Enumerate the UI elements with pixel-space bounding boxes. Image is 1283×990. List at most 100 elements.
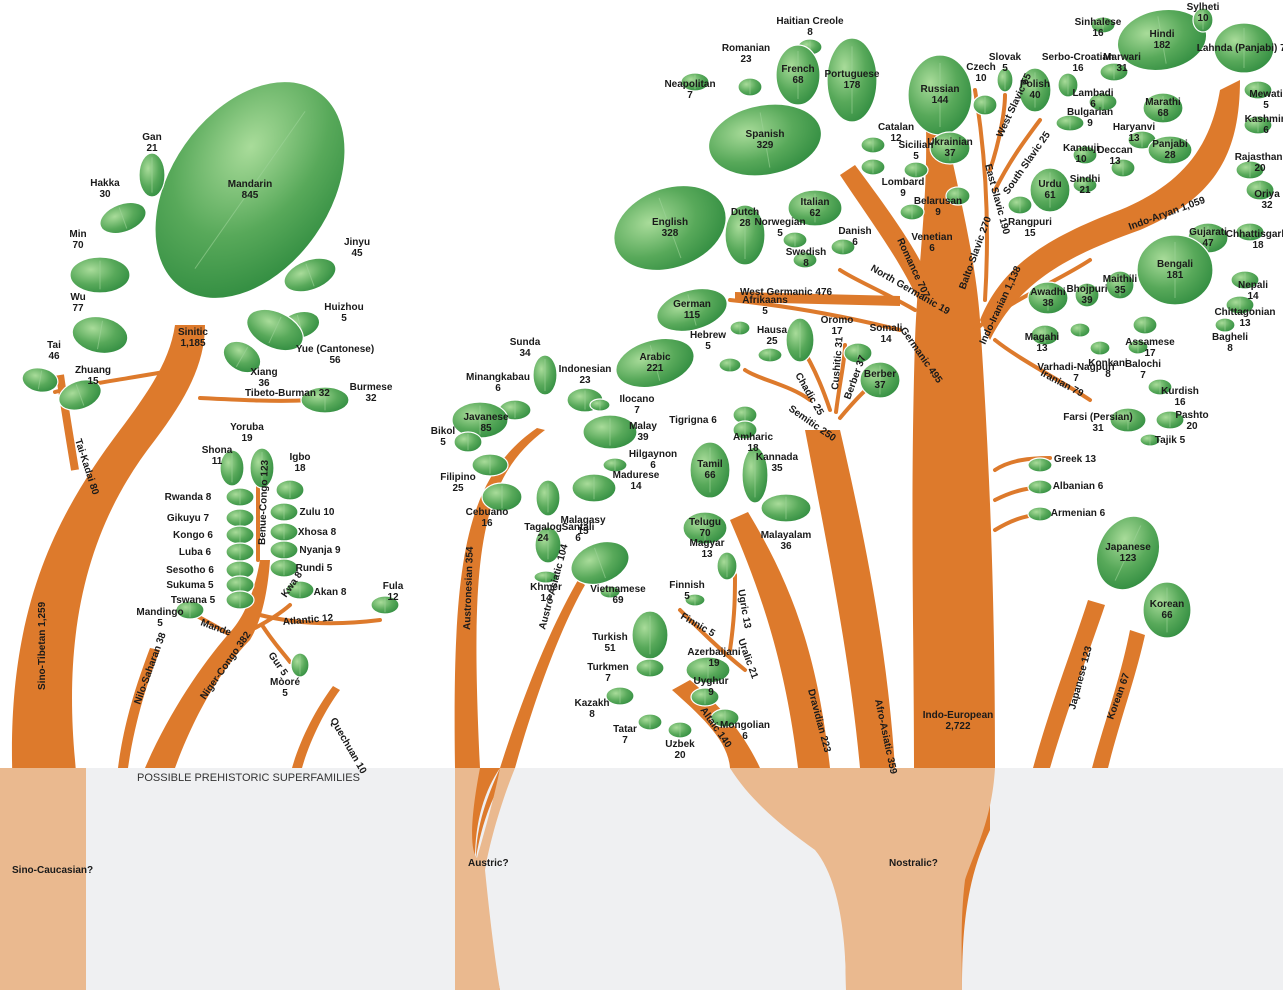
language-name: Malay: [629, 421, 657, 432]
branch-stroke: [198, 396, 312, 403]
speakers-millions: 16: [1072, 63, 1084, 74]
leaf-hilgaynon: [602, 457, 628, 473]
leaf-cebuano: [481, 482, 523, 512]
language-name: Hebrew: [690, 330, 726, 341]
speakers-millions: 9: [708, 687, 714, 698]
leaf-italian: [787, 189, 843, 227]
language-name: Kazakh: [574, 698, 609, 709]
superfamily-sino-caucasian: Sino-Caucasian?: [12, 865, 93, 876]
branch-label-atlantic-12: Atlantic 12: [282, 613, 334, 628]
language-name: Maithili: [1103, 274, 1138, 285]
language-name: Rwanda 8: [165, 492, 212, 503]
language-name: Chhattisgarhi: [1226, 229, 1283, 240]
leaf-igbo: [275, 479, 305, 501]
speakers-millions: 221: [647, 363, 664, 374]
speakers-millions: 182: [1154, 40, 1171, 51]
speakers-millions: 68: [1157, 108, 1169, 119]
trunk-austric-underground: [455, 768, 515, 990]
leaf-danish: [830, 238, 856, 256]
language-name: Balochi: [1125, 359, 1161, 370]
language-name: Tigrigna 6: [669, 415, 717, 426]
speakers-millions: 10: [1197, 13, 1209, 24]
leaf-lambadi: [1088, 92, 1118, 112]
language-name: Tajik 5: [1155, 435, 1186, 446]
language-name: Italian: [801, 197, 830, 208]
language-name: Madurese: [613, 470, 660, 481]
leaf-bulgarian: [1055, 114, 1085, 132]
branch-label-austronesian-354: Austronesian 354: [462, 546, 476, 630]
language-name: Mandingo: [136, 607, 183, 618]
leaf-sindhi: [1072, 176, 1098, 194]
language-name: Hausa: [757, 325, 787, 336]
language-name: Minangkabau: [466, 372, 530, 383]
branch-west-germanic: [735, 292, 900, 306]
branch-stroke: [838, 268, 917, 312]
leaf-albanian-6: [1027, 479, 1053, 495]
speakers-millions: 40: [1029, 90, 1041, 101]
leaf-polish: [1018, 67, 1052, 113]
speakers-millions: 6: [575, 533, 581, 544]
language-name: Javanese: [463, 412, 508, 423]
label-sukuma-5: Sukuma 5: [166, 580, 214, 591]
speakers-millions: 56: [329, 355, 341, 366]
language-name: Hindi: [1150, 29, 1175, 40]
leaf-lahnda-78: [1213, 22, 1275, 74]
speakers-millions: 20: [674, 750, 686, 761]
language-name: Xiang: [250, 367, 277, 378]
speakers-millions: 5: [1263, 100, 1269, 111]
leaf-malagasy: [535, 479, 561, 517]
speakers-millions: 5: [777, 228, 783, 239]
language-name: Cebuano: [466, 507, 509, 518]
language-name: Nyanja 9: [299, 545, 341, 556]
leaf-german: [656, 287, 728, 333]
language-name: Marathi: [1145, 97, 1181, 108]
language-name: Tatar: [613, 724, 637, 735]
speakers-millions: 25: [766, 336, 778, 347]
language-name: English: [652, 217, 688, 228]
language-name: Mòoré: [270, 677, 300, 688]
language-name: Vietnamese: [590, 584, 646, 595]
language-name: Sicilian: [898, 140, 933, 151]
speakers-millions: 8: [589, 709, 595, 720]
branch-label-finnic-5: Finnic 5: [679, 611, 718, 640]
leaf-hindi: [1116, 8, 1208, 72]
speakers-millions: 47: [1202, 238, 1214, 249]
speakers-millions: 6: [495, 383, 501, 394]
leaf-rwanda-8: [225, 487, 255, 507]
language-name: Mewati: [1249, 89, 1283, 100]
leaf-gan: [138, 152, 166, 198]
leaf-santali: [570, 540, 630, 586]
language-name: Sinhalese: [1075, 17, 1122, 28]
branch-stroke: [253, 603, 292, 630]
label-zulu-10: Zulu 10: [299, 507, 334, 518]
leaf-vein: [37, 370, 43, 390]
language-name: Tagalog: [524, 522, 562, 533]
language-name: Armenian 6: [1051, 508, 1106, 519]
leaf-magahi: [1030, 324, 1060, 346]
leaf-afrikaans: [729, 320, 751, 336]
